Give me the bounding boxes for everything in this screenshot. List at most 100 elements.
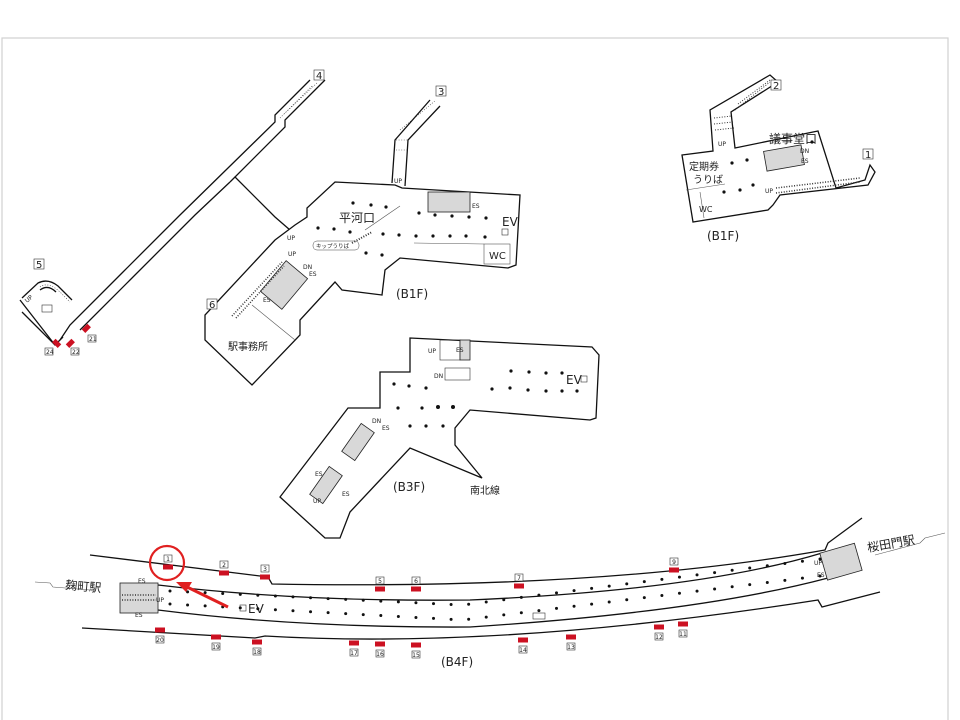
exit-label-box <box>155 635 165 644</box>
exit-label-7[interactable]: 7 <box>517 575 521 582</box>
pillar <box>519 611 523 615</box>
pillar <box>554 591 558 595</box>
exit-label-16[interactable]: 16 <box>376 651 384 658</box>
exit4-corridor <box>59 79 326 341</box>
exit-label-box <box>219 560 229 569</box>
exit-label-19[interactable]: 19 <box>212 644 220 651</box>
pillar <box>713 571 717 575</box>
svg-text:ES: ES <box>342 491 350 498</box>
commuter-pass-label: 定期券 <box>689 160 719 173</box>
pillar <box>344 597 348 601</box>
pillar <box>783 578 787 582</box>
svg-text:DN: DN <box>372 418 381 425</box>
pillar <box>291 609 295 613</box>
exit-label-12[interactable]: 12 <box>655 634 663 641</box>
elevator-label: EV <box>248 602 265 616</box>
exit-3-label[interactable]: 3 <box>438 87 444 98</box>
elevator-icon <box>580 375 588 383</box>
exit-label-1[interactable]: 1 <box>166 556 170 563</box>
elevator-icon <box>501 228 509 236</box>
exit-label-box <box>260 564 270 573</box>
exit-5-label[interactable]: 5 <box>36 260 42 271</box>
floor-label-b3f: (B3F) <box>393 480 425 494</box>
exit5-elevator-icon <box>41 304 53 313</box>
exit-label-3[interactable]: 3 <box>263 566 267 573</box>
highlight-circle <box>148 544 186 582</box>
escalator <box>763 144 805 172</box>
exit-label-18[interactable]: 18 <box>253 649 261 656</box>
pillar <box>537 593 541 597</box>
pillar <box>695 589 699 593</box>
pillar <box>730 568 734 572</box>
pillar <box>432 602 436 606</box>
wc-label: WC <box>489 251 506 262</box>
exit-6-label[interactable]: 6 <box>209 300 215 311</box>
pillar <box>590 602 594 606</box>
pillar <box>730 585 734 589</box>
exit-label-box <box>375 576 385 585</box>
pillar <box>203 591 207 595</box>
exit-marker <box>654 624 664 630</box>
exit-label-14[interactable]: 14 <box>519 647 527 654</box>
pillar <box>537 609 541 613</box>
pillar <box>748 583 752 587</box>
svg-text:ES: ES <box>315 471 323 478</box>
east-escalator <box>819 542 863 581</box>
exit-label-20[interactable]: 20 <box>156 637 164 644</box>
exit-label-15[interactable]: 15 <box>412 652 420 659</box>
exit-label-box <box>411 576 421 585</box>
platform-wall-south <box>81 591 881 640</box>
west-escalator <box>119 582 159 614</box>
ticket-office-label[interactable]: キップうりば <box>316 242 350 250</box>
svg-text:ES: ES <box>801 158 809 165</box>
exit-label-box <box>518 645 528 654</box>
exit-label-box <box>375 649 385 658</box>
exit-1-label[interactable]: 1 <box>865 150 871 161</box>
exit-marker <box>155 627 165 633</box>
pillar <box>484 600 488 604</box>
svg-text:DN: DN <box>434 373 443 380</box>
exit-label-box <box>163 554 173 563</box>
exit-label-6[interactable]: 6 <box>414 578 418 585</box>
pillar <box>361 613 365 617</box>
exit-label-2[interactable]: 2 <box>222 562 226 569</box>
pillar <box>361 598 365 602</box>
platform-edge-north <box>157 552 823 601</box>
exit-marker <box>252 639 262 645</box>
exit-marker <box>518 637 528 643</box>
exit-label-13[interactable]: 13 <box>567 644 575 651</box>
svg-text:UP: UP <box>313 498 321 505</box>
pillar <box>344 612 348 616</box>
exit-label-11[interactable]: 11 <box>679 631 687 638</box>
pillar <box>818 574 822 578</box>
pillar <box>519 595 523 599</box>
sakuradamon-station-label: 桜田門駅 <box>866 533 916 555</box>
svg-text:DN: DN <box>303 264 312 271</box>
exit-marker <box>211 634 221 640</box>
floor-label-b1f-east: (B1F) <box>707 229 739 243</box>
pillar <box>432 616 436 620</box>
exit-marker <box>678 621 688 627</box>
exit-label-box <box>252 647 262 656</box>
exit-label-9[interactable]: 9 <box>672 559 676 566</box>
exit-label-17[interactable]: 17 <box>350 650 358 657</box>
svg-text:ES: ES <box>382 425 390 432</box>
exit-4-label[interactable]: 4 <box>316 71 322 82</box>
exit-label-box <box>349 648 359 657</box>
exit-2-label[interactable]: 2 <box>773 81 779 92</box>
exit-label-box <box>566 642 576 651</box>
pillar <box>642 580 646 584</box>
platform-wall-north <box>89 517 863 586</box>
exit-marker <box>375 586 385 592</box>
pillar <box>467 617 471 621</box>
pillar <box>203 604 207 608</box>
exit-label-5[interactable]: 5 <box>378 578 382 585</box>
b1f-east-floor: 議事堂口 定期券 うりば WC UP UP DN ES (B1F) 2 1 <box>681 74 876 243</box>
pillar <box>273 594 277 598</box>
pillar <box>800 576 804 580</box>
pillar <box>379 614 383 618</box>
svg-text:UP: UP <box>718 141 726 148</box>
b4f-platform: ES ES UP UP ES EV 麹町駅 桜田門駅 (B4F) 1235679… <box>34 517 946 669</box>
exit3-corridor <box>391 99 441 187</box>
